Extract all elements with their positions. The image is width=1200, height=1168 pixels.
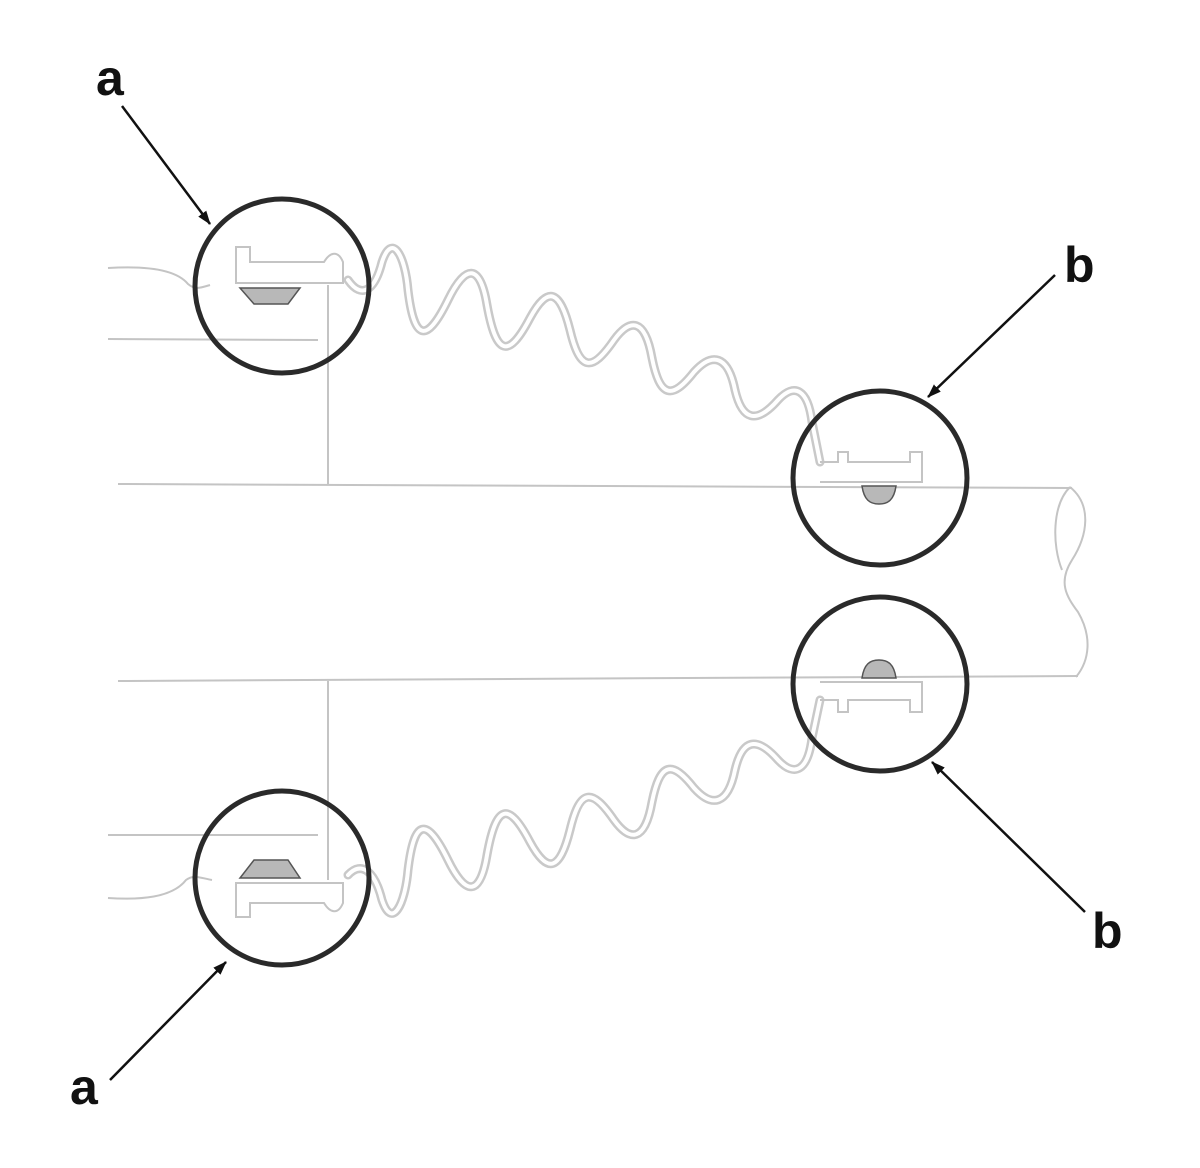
callout-label-top-left: a [96, 50, 125, 106]
leader-arrow-top-right [927, 274, 1056, 398]
leader-arrow-bottom-right [931, 761, 1086, 913]
housing-upper [107, 266, 329, 484]
clamp-top-right [820, 451, 923, 505]
boot-upper [343, 243, 825, 467]
leader-arrow-bottom-left [109, 961, 227, 1081]
clamp-bottom-left [235, 859, 344, 918]
clamp-band-a-lower [238, 859, 302, 879]
clamp-band-b-upper [861, 485, 897, 505]
shaft-broken-end [1054, 486, 1089, 678]
detail-circle-bottom-right [790, 594, 970, 774]
boot-lower [343, 695, 825, 918]
detail-circle-top-left [192, 196, 372, 376]
callout-label-top-right: b [1064, 237, 1095, 293]
shaft-upper-edge [117, 483, 1073, 489]
callout-label-bottom-left: a [70, 1059, 99, 1115]
clamp-top-left [235, 246, 344, 305]
clamp-band-b-lower [861, 659, 897, 679]
clamp-band-a-upper [238, 287, 302, 305]
housing-lower [107, 681, 329, 900]
callout-label-bottom-right: b [1092, 903, 1123, 959]
detail-circle-top-right [790, 388, 970, 568]
leader-arrow-top-left [120, 105, 212, 225]
clamp-bottom-right [820, 659, 923, 713]
shaft-lower-edge [117, 675, 1079, 682]
detail-circle-bottom-left [192, 788, 372, 968]
